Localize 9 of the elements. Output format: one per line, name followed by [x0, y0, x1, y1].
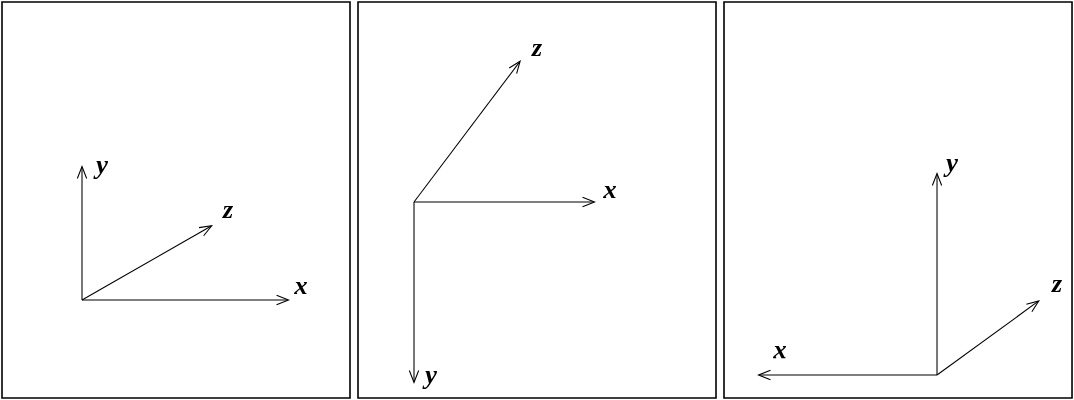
- axis-label: x: [603, 185, 616, 199]
- axis-label: y: [943, 159, 958, 177]
- axis-label: y: [422, 371, 437, 389]
- axis-label: z: [531, 43, 543, 57]
- axis-label: y: [93, 161, 108, 179]
- axis-label: x: [294, 281, 307, 295]
- axis-label: z: [1051, 279, 1063, 293]
- axis-label: x: [773, 345, 786, 359]
- axis-label: z: [222, 205, 234, 219]
